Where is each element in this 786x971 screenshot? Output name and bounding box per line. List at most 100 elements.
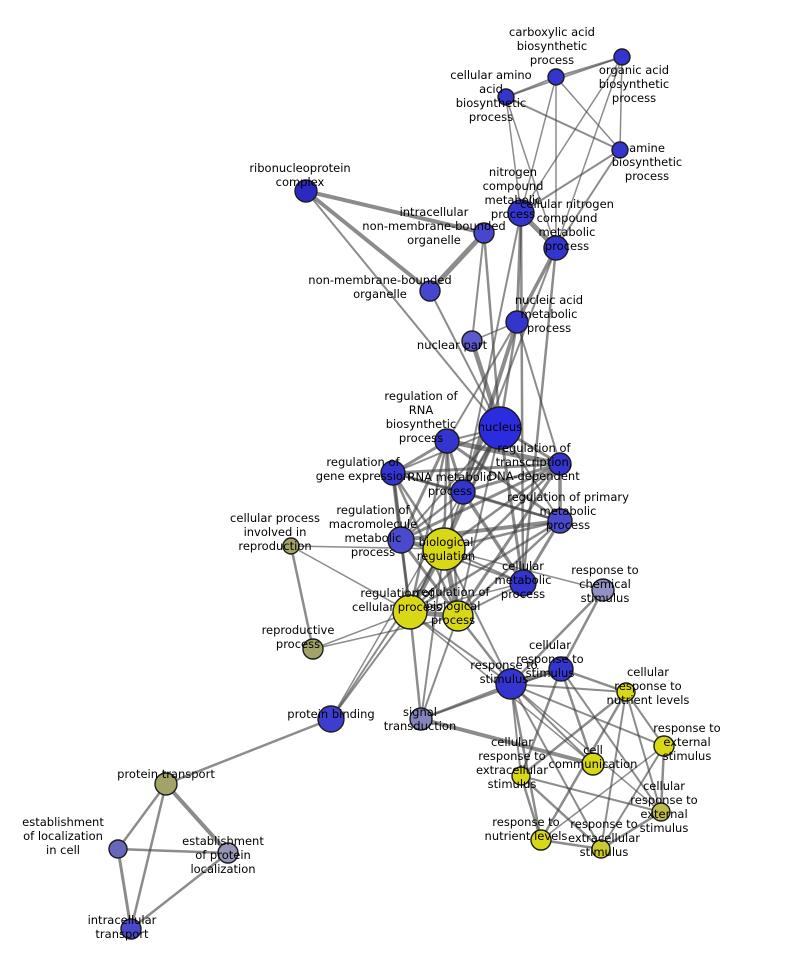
node-nucleicAcid[interactable] [505, 310, 529, 334]
edge-cellProcRepro--reproProc[interactable] [289, 544, 315, 651]
edge-cellRespExtracell--respNutrient[interactable] [519, 774, 543, 842]
node-nucleus[interactable] [478, 406, 522, 450]
edge-cellRespNutrient--respExternal[interactable] [625, 691, 665, 747]
edge-cellNitrogen--cellMetab[interactable] [521, 246, 558, 585]
edge-regCellProc--respStim[interactable] [409, 611, 512, 685]
edge-reproProc--regBioProc[interactable] [312, 615, 459, 650]
edge-cellRespNutrient--cellRespExtracell[interactable] [519, 690, 628, 778]
edge-respExternal--respExtracell[interactable] [600, 745, 665, 850]
node-respStim[interactable] [495, 668, 527, 700]
edge-respExternal--respNutrient[interactable] [540, 745, 665, 841]
node-intraOrg[interactable] [473, 222, 495, 244]
node-nuclearPart[interactable] [461, 330, 483, 352]
edge-cellRespStim--cellRespExternal[interactable] [560, 668, 662, 813]
edge-regPrimary--regMacro[interactable] [399, 519, 562, 542]
edge-proteinTransport--intraTransport[interactable] [129, 782, 168, 931]
edge-respStim--respExtracell[interactable] [510, 683, 602, 850]
edge-nmbOrg--nucleus[interactable] [429, 290, 501, 429]
edge-signalTrans--regBioProc[interactable] [420, 615, 459, 720]
node-rnaMetab[interactable] [450, 479, 476, 505]
edge-organic--cellNitrogen[interactable] [555, 56, 623, 249]
edge-carboxylic--amine[interactable] [555, 76, 621, 151]
edge-proteinTransport--estLocCell[interactable] [116, 782, 168, 851]
node-estLocCell[interactable] [108, 839, 128, 859]
edge-respStim--cellComm[interactable] [510, 683, 594, 765]
edge-cellRespExtracell--cellRespExternal[interactable] [520, 775, 662, 813]
edge-organic--amine[interactable] [619, 56, 623, 151]
edge-cellNitrogen--nucleicAcid[interactable] [515, 246, 558, 324]
edge-nucleicAcid--regRnaBio[interactable] [446, 321, 518, 442]
edge-proteinTransport--estProtLoc[interactable] [164, 782, 230, 855]
node-regBioProc[interactable] [442, 600, 474, 632]
edge-intraTransport--estProtLoc[interactable] [129, 851, 230, 931]
node-regPrimary[interactable] [547, 508, 573, 534]
edge-intraOrg--nucleus[interactable] [482, 231, 502, 430]
edge-estLocCell--estProtLoc[interactable] [116, 847, 230, 855]
edge-cellRespStim--respChem[interactable] [559, 588, 605, 671]
node-cellProcRepro[interactable] [282, 537, 300, 555]
edge-intraOrg--nmbOrg[interactable] [427, 230, 487, 294]
edge-regTranscription--regBioProc[interactable] [456, 462, 562, 618]
edge-rnaMetab--regPrimary[interactable] [461, 490, 562, 523]
node-nitrogenComp[interactable] [507, 199, 535, 227]
node-organic[interactable] [613, 48, 631, 66]
node-cellAmino[interactable] [497, 88, 515, 106]
edge-proteinBinding--nucleus[interactable] [330, 427, 501, 720]
node-cellRespExternal[interactable] [651, 802, 671, 822]
edge-proteinBinding--bioReg[interactable] [330, 548, 445, 720]
node-cellRespExtracell[interactable] [511, 766, 531, 786]
edge-nucleicAcid--regTranscription[interactable] [516, 321, 561, 465]
edge-signalTrans--regCellProc[interactable] [408, 610, 423, 721]
edge-cellAmino--amine[interactable] [505, 96, 621, 151]
node-carboxylic[interactable] [547, 68, 565, 86]
edge-proteinBinding--regCellProc[interactable] [330, 611, 411, 720]
edge-regTranscription--regMacro[interactable] [399, 462, 562, 542]
edge-cellRespExtracell--respExtracell[interactable] [519, 774, 603, 851]
node-cellMetab[interactable] [509, 569, 537, 597]
edge-bioReg--respStim[interactable] [443, 548, 512, 685]
edge-cellComm--signalTrans[interactable] [419, 717, 595, 766]
edge-cellRespNutrient--respExtracell[interactable] [600, 691, 627, 850]
node-cellRespNutrient[interactable] [616, 682, 636, 702]
node-nmbOrg[interactable] [419, 280, 441, 302]
edge-cellRespStim--signalTrans[interactable] [420, 668, 562, 720]
node-regGeneExpr[interactable] [380, 460, 406, 486]
node-regCellProc[interactable] [392, 594, 428, 630]
edge-amine--cellNitrogen[interactable] [555, 149, 621, 249]
edge-signalTrans--bioReg[interactable] [420, 548, 445, 720]
edge-proteinBinding--proteinTransport[interactable] [164, 717, 333, 786]
edge-cellRespNutrient--cellRespExternal[interactable] [625, 691, 662, 813]
node-regMacro[interactable] [387, 526, 415, 554]
node-proteinTransport[interactable] [154, 772, 178, 796]
edge-estLocCell--intraTransport[interactable] [116, 847, 133, 931]
edge-regPrimary--regBioProc[interactable] [456, 519, 562, 618]
node-cellComm[interactable] [581, 752, 605, 776]
edge-respStim--respChem[interactable] [509, 588, 605, 686]
node-estProtLoc[interactable] [217, 842, 239, 864]
node-regRnaBio[interactable] [434, 428, 460, 454]
edge-cellAmino--cellNitrogen[interactable] [505, 96, 557, 249]
edge-nucleicAcid--rnaMetab[interactable] [461, 320, 519, 494]
edge-regTranscription--rnaMetab[interactable] [461, 462, 562, 494]
edge-regRnaBio--regTranscription[interactable] [444, 438, 563, 467]
node-cellNitrogen[interactable] [543, 235, 569, 261]
edge-regRnaBio--regMacro[interactable] [399, 439, 449, 542]
node-amine[interactable] [611, 141, 629, 159]
edge-organic--nitrogenComp[interactable] [520, 56, 623, 214]
node-respExtracell[interactable] [591, 839, 611, 859]
edge-intraOrg--nuclearPart[interactable] [471, 232, 485, 342]
node-respExternal[interactable] [653, 735, 675, 757]
node-proteinBinding[interactable] [317, 705, 345, 733]
edge-cellProcRepro--bioReg[interactable] [290, 545, 445, 550]
edge-cellProcRepro--regCellProc[interactable] [290, 545, 411, 613]
edge-amine--nitrogenComp[interactable] [520, 149, 621, 214]
node-respNutrient[interactable] [530, 829, 552, 851]
edge-cellAmino--nitrogenComp[interactable] [505, 96, 522, 214]
edge-cellRespStim--cellComm[interactable] [559, 667, 595, 766]
node-bioReg[interactable] [422, 527, 466, 571]
node-rnp[interactable] [294, 179, 318, 203]
node-regTranscription[interactable] [548, 452, 572, 476]
edge-rnp--nmbOrg[interactable] [304, 189, 432, 293]
node-cellRespStim[interactable] [548, 656, 574, 682]
node-signalTrans[interactable] [409, 707, 433, 731]
